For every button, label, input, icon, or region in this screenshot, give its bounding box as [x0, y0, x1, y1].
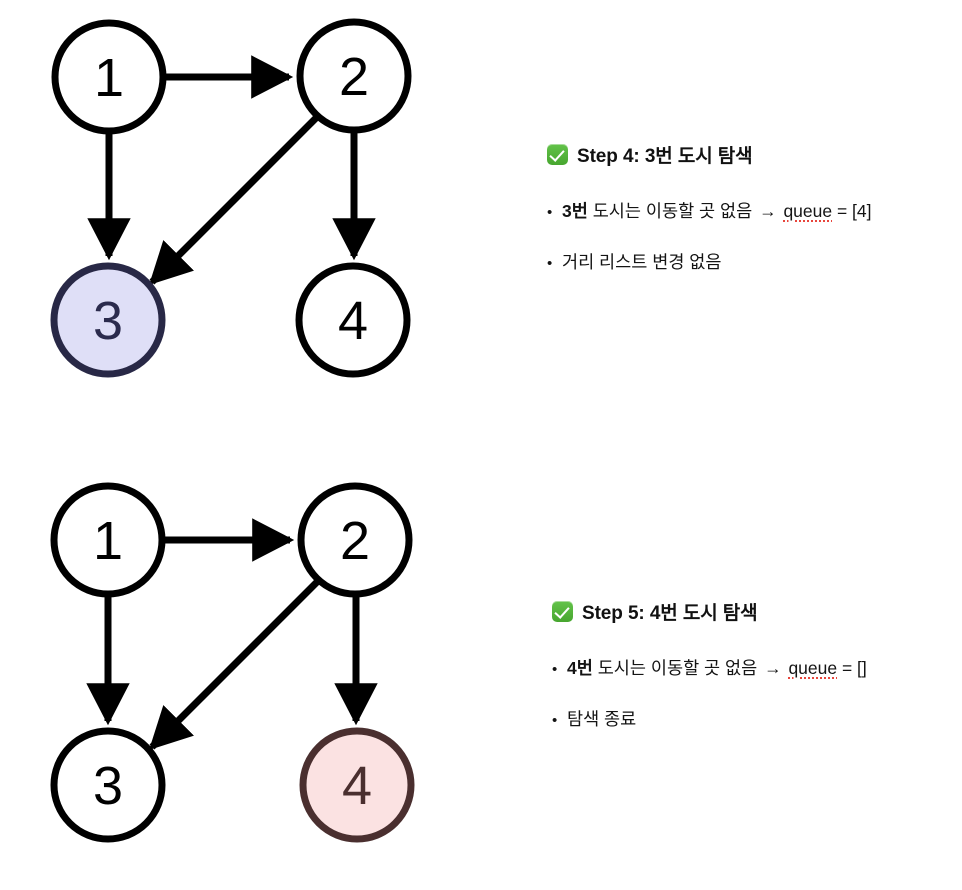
bullet-marker: •: [547, 254, 553, 272]
step-block-4: Step 4: 3번 도시 탐색 • 3번 도시는 이동할 곳 없음 → que…: [547, 141, 962, 275]
arrow-glyph: →: [764, 658, 782, 678]
bullet-tail: = []: [837, 658, 867, 678]
queue-code-token: queue: [783, 201, 833, 221]
bullet-strong: 3번: [562, 201, 588, 221]
bullet-marker: •: [552, 661, 558, 678]
graph-node-1: 1: [50, 482, 166, 598]
step-5-heading: Step 5: 4번 도시 탐색: [552, 598, 962, 625]
graph-node-3: 3: [50, 727, 166, 843]
graph-node-2: 2: [297, 482, 413, 598]
white-check-mark-icon: [547, 144, 568, 165]
bullet-marker: •: [547, 204, 553, 221]
bullet-text: 도시는 이동할 곳 없음: [592, 658, 763, 678]
graph-node-1-label: 1: [93, 511, 123, 571]
bullet-marker: •: [552, 711, 558, 729]
arrow-glyph: →: [759, 201, 777, 221]
step-5-bullet-1: • 4번 도시는 이동할 곳 없음 → queue = []: [552, 655, 962, 682]
bullet-text: 탐색 종료: [567, 708, 637, 729]
edge-2-to-3: [149, 115, 319, 285]
graph-node-1-label: 1: [94, 48, 124, 108]
step-5-bullet-2: • 탐색 종료: [552, 706, 962, 733]
step-4-bullet-2: • 거리 리스트 변경 없음: [547, 249, 962, 276]
step-5-heading-text: Step 5: 4번 도시 탐색: [582, 603, 758, 624]
white-check-mark-icon: [552, 601, 573, 622]
step-block-5: Step 5: 4번 도시 탐색 • 4번 도시는 이동할 곳 없음 → que…: [552, 598, 962, 732]
graph-node-1: 1: [51, 19, 167, 135]
edge-2-to-3: [149, 579, 320, 750]
graph-node-3-label: 3: [93, 756, 123, 816]
bullet-tail: = [4]: [832, 201, 872, 221]
graph-diagram-step-4: 3 1 2 4: [0, 0, 470, 420]
graph-node-2-label: 2: [340, 511, 370, 571]
bullet-text: 도시는 이동할 곳 없음: [587, 201, 758, 221]
graph-node-4: 4: [299, 727, 415, 843]
bullet-strong: 4번: [567, 658, 593, 678]
graph-node-4-label: 4: [338, 291, 368, 351]
graph-diagram-step-5: 4 1 2 3: [0, 463, 470, 883]
graph-node-4: 4: [295, 262, 411, 378]
step-4-bullet-1: • 3번 도시는 이동할 곳 없음 → queue = [4]: [547, 198, 962, 225]
graph-node-4-label: 4: [342, 756, 372, 816]
graph-node-2-label: 2: [339, 47, 369, 107]
step-4-heading: Step 4: 3번 도시 탐색: [547, 141, 962, 168]
graph-node-3-label: 3: [93, 291, 123, 351]
graph-node-3: 3: [50, 262, 166, 378]
queue-code-token: queue: [788, 658, 838, 678]
graph-node-2: 2: [296, 18, 412, 134]
bullet-text: 거리 리스트 변경 없음: [562, 251, 722, 272]
step-4-heading-text: Step 4: 3번 도시 탐색: [577, 146, 753, 167]
